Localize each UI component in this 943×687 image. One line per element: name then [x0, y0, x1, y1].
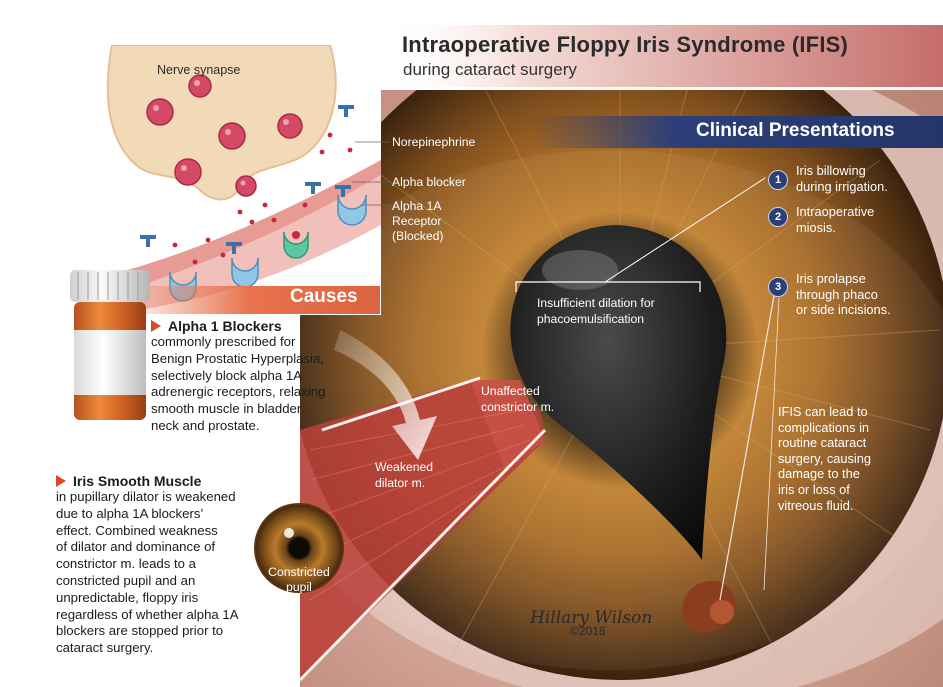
clinical-item-1: Iris billowing during irrigation.: [796, 163, 888, 194]
insufficient-dilation-label: Insufficient dilation for phacoemulsific…: [537, 296, 655, 326]
triangle-bullet-icon: [151, 320, 161, 332]
alpha-blocker-label: Alpha blocker: [392, 175, 466, 189]
iris-muscle-heading: Iris Smooth Muscle: [56, 473, 239, 489]
number-badge-3: 3: [768, 277, 788, 297]
nerve-synapse-label: Nerve synapse: [157, 63, 241, 77]
alpha-blockers-section: Alpha 1 Blockers commonly prescribed for…: [151, 318, 325, 435]
alpha-blockers-heading: Alpha 1 Blockers: [151, 318, 325, 334]
clinical-item-2: Intraoperative miosis.: [796, 204, 875, 235]
norepinephrine-label: Norepinephrine: [392, 135, 476, 149]
ifis-complications-note: IFIS can lead to complications in routin…: [778, 404, 871, 513]
triangle-bullet-icon: [56, 475, 66, 487]
constricted-pupil-label: Constricted pupil: [268, 565, 330, 594]
artist-signature: Hillary Wilson: [530, 608, 653, 628]
page-title: Intraoperative Floppy Iris Syndrome (IFI…: [402, 32, 849, 57]
pill-bottle-icon: [70, 270, 150, 420]
unaffected-constrictor-label: Unaffected constrictor m.: [481, 384, 555, 414]
weakened-dilator-label: Weakened dilator m.: [375, 460, 434, 490]
alpha-receptor-label: Alpha 1A Receptor (Blocked): [392, 199, 444, 243]
clinical-presentations-heading: Clinical Presentations: [696, 120, 895, 141]
clinical-item-3: Iris prolapse through phaco or side inci…: [796, 271, 891, 318]
iris-muscle-section: Iris Smooth Muscle in pupillary dilator …: [56, 473, 239, 657]
copyright-text: ©2018: [570, 624, 606, 638]
alpha-blockers-body: commonly prescribed for Benign Prostatic…: [151, 334, 326, 433]
iris-muscle-body: in pupillary dilator is weakened due to …: [56, 489, 239, 656]
number-badge-2: 2: [768, 207, 788, 227]
number-badge-1: 1: [768, 170, 788, 190]
causes-banner: Causes: [290, 286, 358, 307]
page-subtitle: during cataract surgery: [403, 60, 577, 79]
